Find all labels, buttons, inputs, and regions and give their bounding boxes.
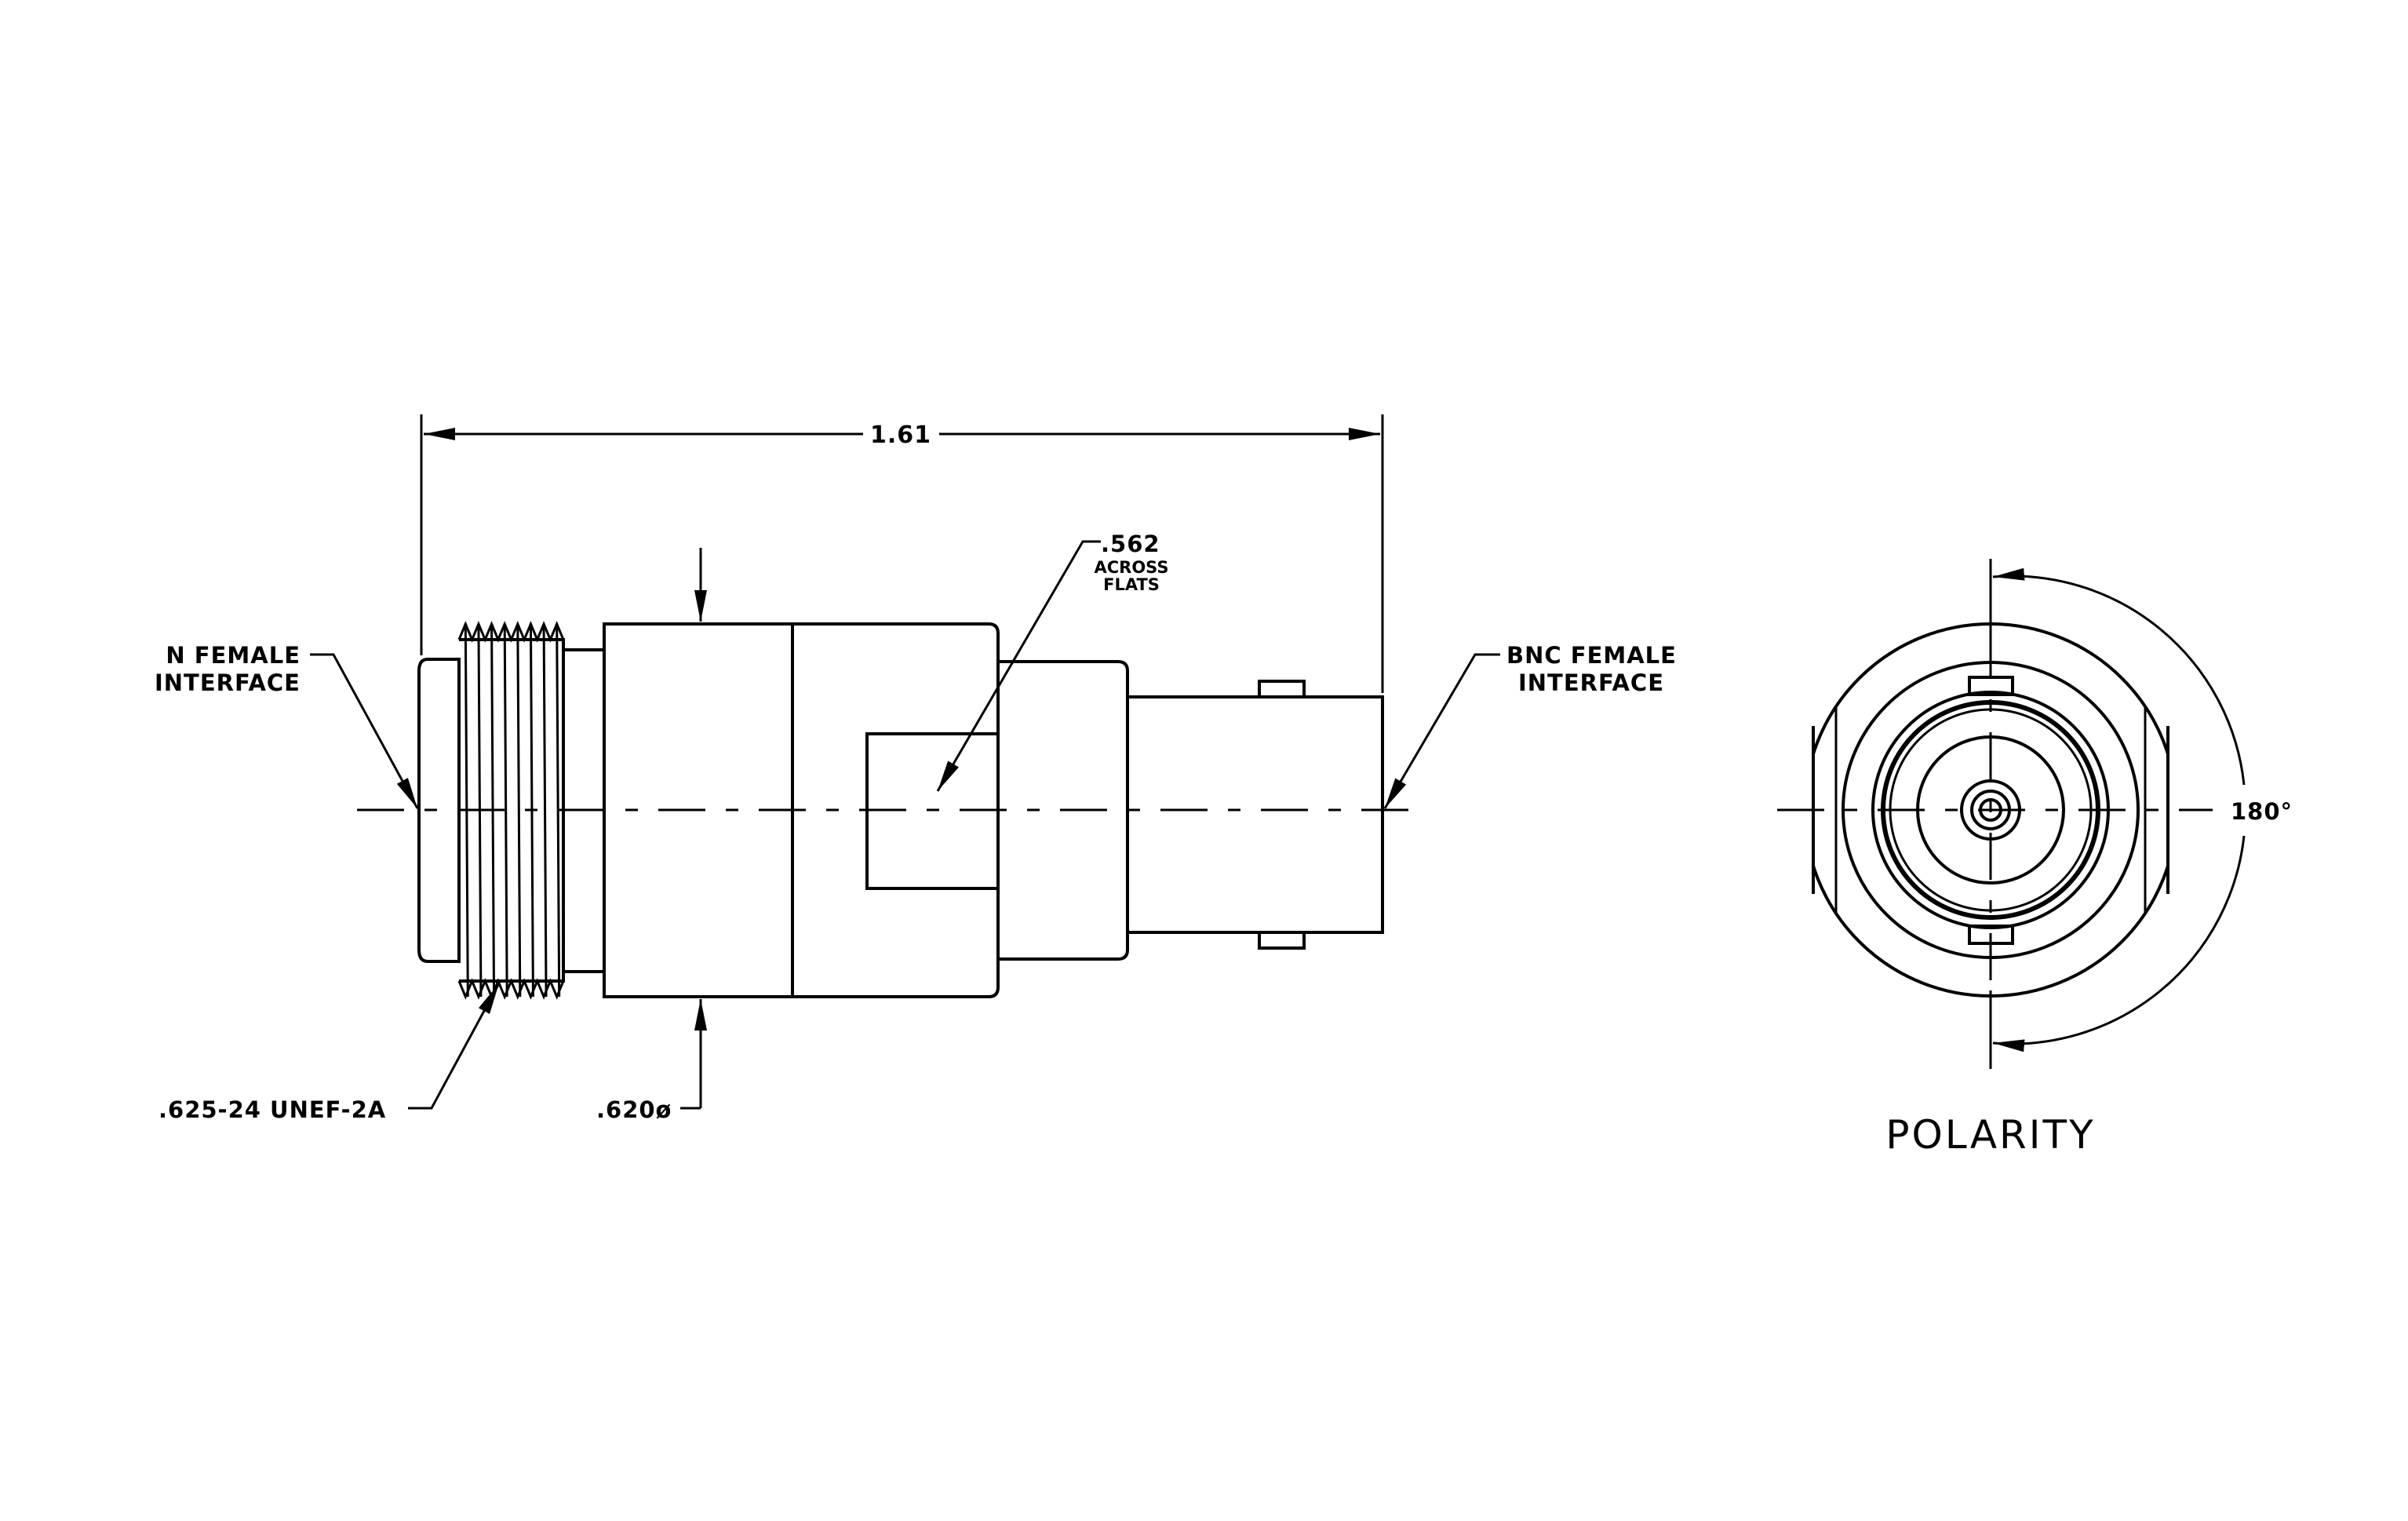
n-female-leader (310, 653, 419, 809)
across-flats-value: .562 (1101, 531, 1160, 557)
contact-hole-circle (1979, 798, 2002, 822)
thread-crests-top (457, 621, 565, 643)
bnc-shell-inner-circle-2 (1889, 708, 2093, 912)
thread-flank-line (490, 623, 496, 998)
thread-flank-lines (464, 623, 561, 998)
bnc-body (1126, 695, 1384, 934)
thread-crests-bottom (457, 978, 565, 1000)
reducer-circle (1842, 661, 2140, 959)
thread-spec-leader (408, 983, 501, 1110)
polarity-title: POLARITY (1885, 1112, 2095, 1158)
contact-circle (1970, 790, 2011, 830)
thread-flank-line (503, 623, 508, 998)
across-flats-leader (936, 540, 1101, 792)
contact-outer-circle (1960, 779, 2021, 841)
bnc-bayonet-pin-bottom (1258, 931, 1306, 950)
outer-body-circle (1813, 622, 2168, 998)
across-flats-line1: ACROSS (1095, 558, 1169, 577)
thread-flank-line (516, 623, 522, 998)
bnc-female-leader (1383, 653, 1500, 809)
thread-flank-line (464, 623, 469, 998)
n-female-label-line1: N FEMALE (166, 642, 301, 669)
thread-flank-line (556, 623, 561, 998)
across-flats-line2: FLATS (1103, 575, 1160, 594)
end-bayonet-pin-top (1968, 676, 2014, 696)
polarity-angle-arc (1992, 567, 2246, 786)
polarity-angle-label: 180° (2231, 798, 2293, 825)
thread-flank-line (529, 623, 534, 998)
overall-length-label: 1.61 (870, 421, 931, 449)
thread-spec-label: .625-24 UNEF-2A (158, 1096, 386, 1123)
hex-flat (865, 732, 1000, 890)
bnc-shell-inner-circle (1881, 700, 2100, 920)
bnc-bayonet-pin-top (1258, 680, 1306, 698)
end-view: 180° POLARITY (1777, 559, 2293, 1158)
polarity-angle-arc-bottom (1992, 835, 2246, 1052)
thread-flank-line (542, 623, 548, 998)
bnc-shell-circle (1871, 691, 2110, 929)
dielectric-circle (1916, 735, 2065, 885)
diameter-label: .620ø (596, 1096, 672, 1123)
side-view: 1.61 .620ø .562 ACROSS FLATS N FEMALE IN… (155, 414, 1677, 1123)
n-interface-face (417, 658, 461, 963)
thread-flank-line (477, 623, 483, 998)
bnc-female-label-line2: INTERFACE (1518, 669, 1664, 696)
bnc-female-label-line1: BNC FEMALE (1506, 642, 1677, 669)
n-female-label-line2: INTERFACE (155, 669, 301, 696)
hex-body (791, 622, 1000, 998)
